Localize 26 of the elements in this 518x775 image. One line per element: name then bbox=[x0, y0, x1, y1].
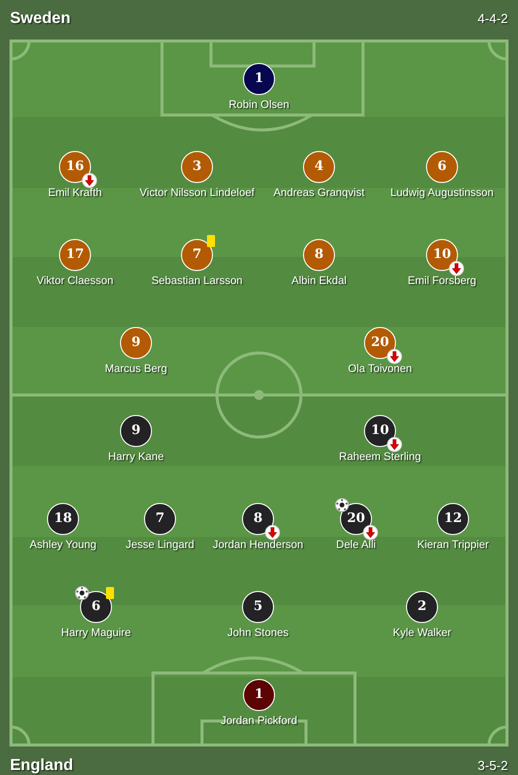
player-name: John Stones bbox=[227, 627, 289, 640]
player-name: Robin Olsen bbox=[228, 99, 290, 112]
player-name: Kyle Walker bbox=[392, 627, 452, 640]
player-name: Ludwig Augustinsson bbox=[390, 187, 494, 200]
player-name: Viktor Claesson bbox=[36, 275, 114, 288]
player-name: Harry Kane bbox=[108, 451, 164, 464]
player-name: Albin Ekdal bbox=[291, 275, 347, 288]
player-name: Ola Toivonen bbox=[348, 363, 412, 376]
player-name: Raheem Sterling bbox=[339, 451, 421, 464]
player-name: Andreas Granqvist bbox=[273, 187, 365, 200]
formation-label: 4-4-2 bbox=[478, 11, 508, 27]
player-name: Jesse Lingard bbox=[126, 539, 194, 552]
team-name: England bbox=[10, 756, 74, 775]
player-name: Jordan Pickford bbox=[220, 715, 298, 728]
player-name: Jordan Henderson bbox=[212, 539, 304, 552]
player-name: Kieran Trippier bbox=[417, 539, 489, 552]
player-name: Emil Forsberg bbox=[408, 275, 476, 288]
player-name: Ashley Young bbox=[30, 539, 96, 552]
player-name: Harry Maguire bbox=[61, 627, 131, 640]
player-name: Sebastian Larsson bbox=[151, 275, 243, 288]
player-name: Victor Nilsson Lindeloef bbox=[140, 187, 254, 200]
player-name: Emil Krafth bbox=[48, 187, 102, 200]
player-name: Marcus Berg bbox=[104, 363, 168, 376]
formation-label: 3-5-2 bbox=[478, 758, 508, 774]
team-name: Sweden bbox=[10, 9, 70, 28]
player-name: Dele Alli bbox=[336, 539, 376, 552]
